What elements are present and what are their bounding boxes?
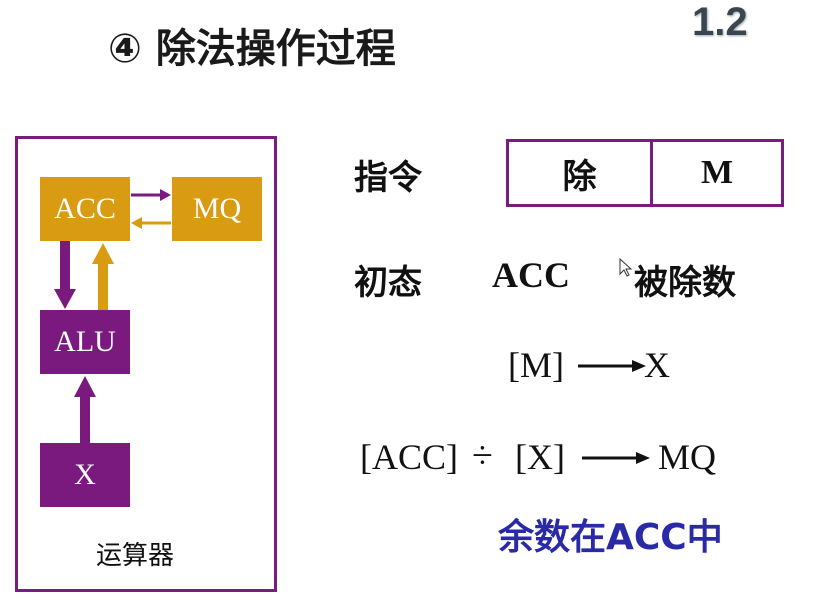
- opcode-cell: 除: [509, 142, 653, 204]
- alu-label: ALU: [54, 325, 116, 358]
- instruction-label: 指令: [354, 158, 422, 198]
- x-label: X: [74, 458, 96, 491]
- acc-to-alu-arrowhead: [54, 289, 76, 309]
- mq-register: MQ: [172, 177, 262, 241]
- instruction-format: 除 M: [506, 139, 784, 207]
- operand-cell: M: [700, 154, 734, 191]
- x-register: X: [40, 443, 130, 507]
- mouse-cursor-icon: [619, 257, 633, 282]
- version-badge: 1.2: [692, 0, 748, 44]
- mq-to-acc-arrowhead: [131, 217, 142, 229]
- acc-to-alu-arrow: [60, 241, 70, 291]
- quotient-target: MQ: [658, 437, 717, 477]
- remainder-note: 余数在ACC中: [498, 517, 723, 558]
- alu-block: ALU: [40, 310, 130, 374]
- alu-to-acc-arrowhead: [92, 243, 114, 264]
- load-target: X: [644, 345, 670, 385]
- quotient-arrow-icon: [582, 452, 650, 464]
- divisor-operand: [X]: [515, 437, 565, 477]
- arithmetic-unit-frame: [15, 136, 277, 592]
- load-source: [M]: [508, 345, 564, 385]
- page-title: ④ 除法操作过程: [108, 26, 396, 72]
- x-to-alu-arrow: [80, 395, 90, 443]
- acc-register: ACC: [40, 177, 130, 241]
- initial-value: 被除数: [634, 263, 736, 303]
- divide-operator: ÷: [472, 435, 493, 477]
- mq-label: MQ: [192, 192, 242, 225]
- initial-state-label: 初态: [354, 263, 422, 303]
- arithmetic-unit-label: 运算器: [96, 541, 175, 571]
- alu-to-acc-arrow: [98, 262, 108, 310]
- load-arrow-icon: [578, 360, 646, 372]
- acc-label: ACC: [54, 192, 116, 225]
- acc-to-mq-arrowhead: [160, 189, 171, 201]
- x-to-alu-arrowhead: [74, 376, 96, 397]
- dividend-operand: [ACC]: [360, 437, 458, 477]
- initial-register: ACC: [492, 255, 570, 295]
